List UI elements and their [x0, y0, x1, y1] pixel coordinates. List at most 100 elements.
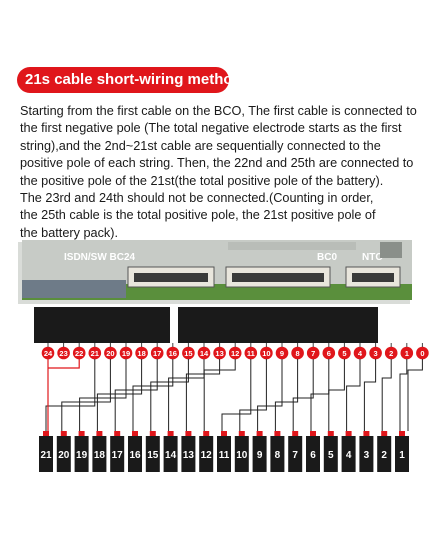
battery-cell	[288, 436, 303, 472]
cell-positive-terminal	[78, 431, 85, 436]
board-label-right: NTC	[362, 252, 383, 263]
battery-cell	[128, 436, 142, 472]
cell-positive-terminal	[256, 431, 263, 436]
cell-positive-terminal	[221, 431, 227, 436]
cell-positive-terminal	[292, 431, 299, 436]
cell-positive-terminal	[238, 431, 245, 436]
cell-label: 5	[328, 450, 334, 461]
pin-label: 8	[296, 349, 300, 358]
connector-mid-slot	[232, 273, 324, 282]
pin-label: 20	[106, 349, 114, 358]
wire	[292, 359, 314, 431]
battery-cell	[217, 436, 231, 472]
cell-positive-terminal	[60, 431, 67, 436]
pin-label: 3	[374, 349, 378, 358]
cell-label: 7	[292, 450, 298, 461]
wire	[346, 359, 361, 431]
pin-marker	[41, 346, 55, 360]
battery-cell	[341, 436, 356, 472]
wire	[185, 359, 221, 431]
battery-cell	[110, 436, 125, 472]
pin-marker	[213, 346, 226, 360]
cable-bundle-left	[34, 307, 170, 343]
pin-marker	[291, 346, 304, 360]
wire	[363, 359, 377, 431]
battery-cell	[163, 436, 178, 472]
cell-positive-terminal	[274, 431, 281, 436]
battery-cell	[323, 436, 338, 472]
wire	[96, 359, 143, 431]
cell-positive-terminal	[114, 431, 121, 436]
pin-label: 2	[389, 349, 393, 358]
battery-cell	[359, 436, 374, 472]
pin-marker	[353, 346, 367, 360]
battery-cell	[270, 436, 285, 472]
cell-positive-terminal	[149, 431, 156, 436]
pin-marker	[150, 346, 164, 360]
pin-label: 11	[247, 349, 255, 358]
pin-label: 19	[122, 349, 130, 358]
cell-positive-terminal	[381, 431, 388, 436]
wire	[274, 359, 299, 431]
pin-marker	[228, 346, 242, 360]
battery-cell	[92, 436, 107, 472]
pin-marker	[72, 346, 86, 360]
pin-label: 16	[169, 349, 177, 358]
cell-label: 21	[40, 450, 52, 461]
bms-board-photo: ISDN/SW BC24 BC0 NTC	[18, 240, 412, 304]
pin-label: 21	[91, 349, 99, 358]
wire	[150, 359, 189, 431]
pin-label: 24	[44, 349, 53, 358]
wire	[381, 359, 392, 431]
section-title: 21s cable short-wiring method	[17, 67, 242, 93]
description-line: Starting from the first cable on the BCO…	[20, 104, 417, 118]
cell-positive-terminal	[96, 431, 103, 436]
pin-label: 10	[262, 349, 270, 358]
battery-cell	[74, 436, 89, 472]
pcb-print	[228, 242, 356, 250]
description-line: the battery pack).	[20, 225, 119, 240]
wire	[79, 359, 127, 431]
cell-positive-terminal	[185, 431, 192, 436]
pin-label: 5	[342, 349, 346, 358]
cell-label: 1	[399, 450, 405, 461]
description-line: the 25th cable is the total positive pol…	[20, 208, 376, 223]
cell-label: 8	[275, 450, 281, 461]
description-line: The 23rd and 24th should not be connecte…	[20, 191, 374, 206]
cell-positive-terminal	[203, 431, 210, 436]
battery-cell	[252, 436, 267, 472]
board-label-mid: BC0	[317, 252, 337, 263]
cell-label: 4	[346, 450, 352, 461]
wire	[239, 359, 267, 431]
cell-positive-terminal	[132, 431, 138, 436]
pin-label: 12	[231, 349, 239, 358]
pin-marker	[275, 346, 289, 360]
description: Starting from the first cable on the BCO…	[20, 103, 418, 242]
cell-label: 20	[58, 450, 70, 461]
board-label-left: ISDN/SW BC24	[64, 252, 136, 263]
description-line: positive pole of each string. Then, the …	[20, 156, 414, 171]
cell-label: 3	[364, 450, 370, 461]
pin-label: 17	[153, 349, 161, 358]
cell-label: 12	[201, 450, 213, 461]
cell-positive-terminal	[345, 431, 352, 436]
wire	[61, 359, 111, 431]
pin-marker	[135, 346, 148, 360]
cell-label: 9	[257, 450, 263, 461]
pin-label: 4	[358, 349, 363, 358]
battery-cell	[56, 436, 71, 472]
pin-marker	[338, 346, 351, 360]
battery-cell	[234, 436, 249, 472]
connector-left-slot	[134, 273, 208, 282]
pin-label: 15	[184, 349, 192, 358]
description-line: the first negative pole (The total negat…	[20, 121, 402, 136]
wires	[45, 343, 423, 431]
wire	[328, 359, 345, 431]
cable-bundle-right	[178, 307, 378, 343]
battery-cell	[181, 436, 196, 472]
cell-label: 6	[310, 450, 316, 461]
description-line: string),and the 2nd~21st cable are seque…	[20, 138, 381, 153]
battery-cell	[395, 436, 409, 472]
